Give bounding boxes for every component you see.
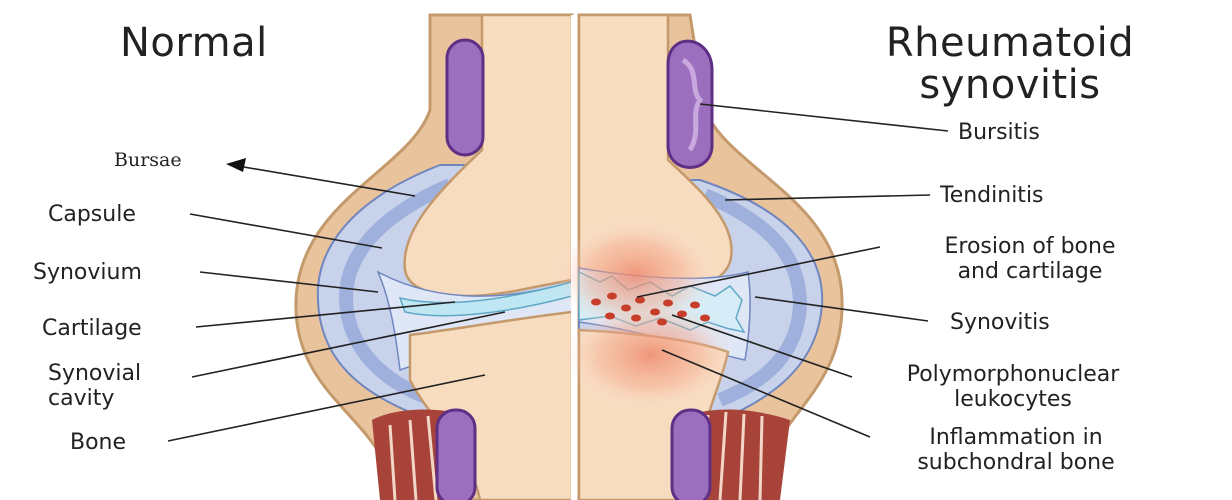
label-bone: Bone xyxy=(70,430,126,455)
rheumatoid-joint xyxy=(555,15,842,500)
normal-bursa xyxy=(447,40,483,155)
leader-bursae-arrowhead xyxy=(226,158,246,172)
normal-tendon xyxy=(437,410,475,500)
leader-bursitis xyxy=(700,104,948,131)
rheumatoid-tendon xyxy=(672,410,710,500)
label-leukocytes: Polymorphonuclear leukocytes xyxy=(848,362,1178,412)
label-synovium: Synovium xyxy=(33,260,142,285)
label-tendinitis: Tendinitis xyxy=(940,183,1044,208)
label-capsule: Capsule xyxy=(48,202,136,227)
label-cartilage: Cartilage xyxy=(42,316,142,341)
label-bursae: Bursae xyxy=(114,148,182,173)
label-inflammation: Inflammation in subchondral bone xyxy=(866,425,1166,475)
label-bursitis: Bursitis xyxy=(958,120,1040,145)
normal-title: Normal xyxy=(120,22,268,64)
normal-joint xyxy=(296,15,572,500)
label-erosion: Erosion of bone and cartilage xyxy=(880,234,1180,284)
rheumatoid-title: Rheumatoid synovitis xyxy=(830,22,1190,106)
label-synovitis: Synovitis xyxy=(950,310,1050,335)
label-synovial-cavity: Synovial cavity xyxy=(48,361,141,411)
